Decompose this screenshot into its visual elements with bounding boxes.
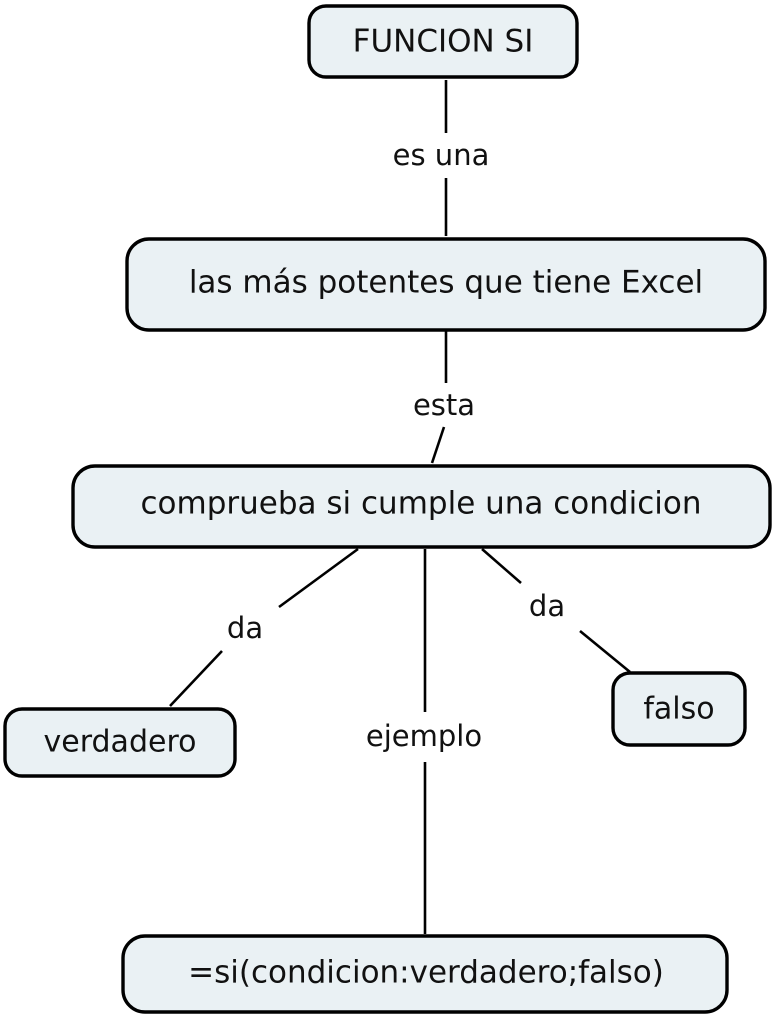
node-verdadero[interactable]: verdadero: [3, 707, 237, 778]
link-ejemplo: ejemplo: [366, 549, 482, 934]
node-formula[interactable]: =si(condicion:verdadero;falso): [121, 934, 729, 1014]
link-line-da-verdadero-lower: [169, 650, 223, 707]
link-line-da-falso-lower: [579, 629, 631, 674]
link-da-verdadero: da: [169, 547, 359, 707]
node-funcion-si-box[interactable]: [307, 4, 579, 79]
link-label-da-verdadero: da: [227, 611, 263, 645]
link-line-da-verdadero-upper: [278, 547, 359, 609]
node-verdadero-label: verdadero: [44, 725, 197, 760]
node-comprueba-condicion[interactable]: comprueba si cumple una condicion: [71, 464, 772, 549]
node-verdadero-box[interactable]: [3, 707, 237, 778]
node-funcion-si[interactable]: FUNCION SI: [307, 4, 579, 79]
node-las-mas-potentes-label: las más potentes que tiene Excel: [189, 265, 703, 301]
node-falso[interactable]: falso: [611, 671, 747, 747]
node-funcion-si-label: FUNCION SI: [353, 24, 534, 60]
link-da-falso: da: [481, 548, 631, 674]
node-falso-label: falso: [643, 692, 714, 727]
link-label-ejemplo: ejemplo: [366, 719, 482, 753]
node-las-mas-potentes[interactable]: las más potentes que tiene Excel: [125, 237, 767, 332]
node-formula-box[interactable]: [121, 934, 729, 1014]
link-label-es-una: es una: [393, 138, 490, 172]
node-comprueba-condicion-label: comprueba si cumple una condicion: [141, 486, 702, 522]
link-line-da-falso-upper: [481, 548, 522, 584]
node-comprueba-condicion-box[interactable]: [71, 464, 772, 549]
link-line-esta-lower: [430, 426, 446, 464]
node-formula-label: =si(condicion:verdadero;falso): [188, 955, 664, 991]
link-label-esta: esta: [413, 388, 475, 422]
link-label-da-falso: da: [529, 589, 565, 623]
link-es-una: es una: [393, 80, 490, 236]
node-falso-box[interactable]: [611, 671, 747, 747]
link-esta: esta: [413, 331, 475, 464]
node-las-mas-potentes-box[interactable]: [125, 237, 767, 332]
